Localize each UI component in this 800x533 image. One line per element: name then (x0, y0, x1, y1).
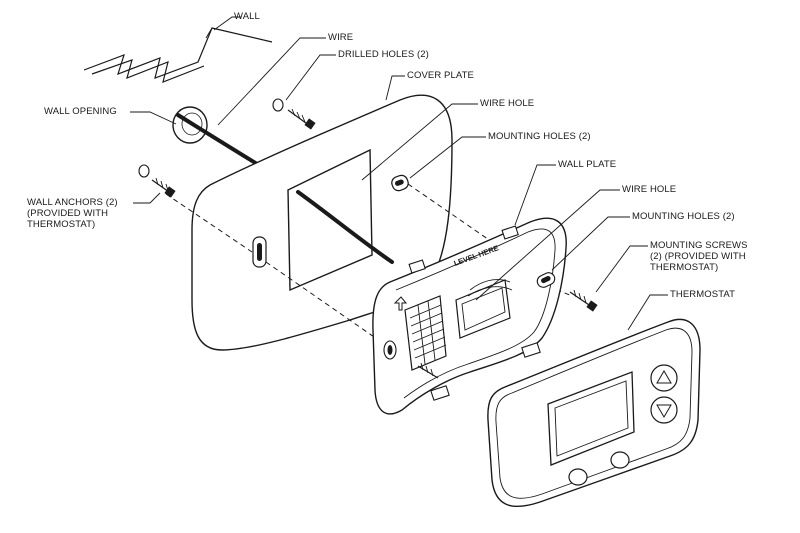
label-wire: WIRE (328, 32, 354, 43)
wall-plate (372, 217, 567, 415)
wall-anchor-hole (138, 164, 150, 178)
mounting-screw (569, 289, 598, 312)
label-wall-opening: WALL OPENING (44, 106, 117, 117)
label-thermostat: THERMOSTAT (670, 289, 736, 300)
label-drilled-holes: DRILLED HOLES (2) (338, 49, 429, 60)
label-wire-hole-plate: WIRE HOLE (622, 184, 677, 195)
label-mounting-holes-cover: MOUNTING HOLES (2) (488, 131, 591, 142)
thermostat (487, 318, 701, 507)
label-wire-hole-cover: WIRE HOLE (480, 98, 535, 109)
label-mounting-screws: MOUNTING SCREWS (2) (PROVIDED WITH THERM… (650, 240, 748, 273)
label-cover-plate: COVER PLATE (407, 70, 474, 81)
wall-opening (172, 106, 208, 144)
cover-screw (287, 108, 316, 130)
label-wall: WALL (234, 11, 260, 22)
leader-lines (130, 16, 668, 331)
label-mounting-holes-plate: MOUNTING HOLES (2) (632, 211, 735, 222)
wall-anchor (151, 177, 176, 198)
alignment-line (265, 261, 391, 349)
wall (83, 27, 273, 83)
drilled-hole (272, 98, 284, 112)
label-wall-anchors: WALL ANCHORS (2) (PROVIDED WITH THERMOST… (27, 197, 118, 230)
label-wall-plate: WALL PLATE (558, 159, 617, 170)
